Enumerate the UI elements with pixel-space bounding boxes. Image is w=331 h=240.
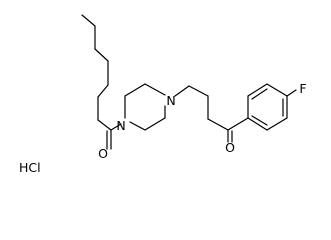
- fluorophenyl-ring: [247, 83, 297, 131]
- amide-oxygen-label: O: [98, 146, 108, 161]
- ketone-carbonyl: [227, 117, 249, 143]
- linker-bond-2: [188, 85, 209, 97]
- amide-nitrogen-label: N: [116, 118, 125, 133]
- hcl-counterion-label: HCl: [19, 160, 41, 175]
- fluorine-label: F: [299, 81, 306, 96]
- linker-bond-4: [207, 118, 229, 131]
- ketone-oxygen-label: O: [225, 140, 235, 155]
- chemical-structure-diagram: N N O O F HCl: [19, 14, 307, 175]
- octanoyl-chain: [81, 14, 112, 131]
- phenyl-bond-5: [266, 117, 288, 131]
- piperazine-ring: [124, 83, 166, 131]
- amide-c-n-bond: [110, 123, 122, 131]
- linker-bond-1: [174, 85, 190, 97]
- phenyl-bond-3: [266, 83, 288, 97]
- ketone-c-ring-bond: [227, 117, 249, 131]
- chain-bond-5: [97, 84, 109, 98]
- structure-canvas: N N O O F HCl: [19, 14, 307, 175]
- phenyl-bond-6: [247, 117, 268, 131]
- phenyl-bond-2: [247, 83, 268, 97]
- ring-bond-5: [144, 117, 166, 131]
- amide-carbonyl: [106, 123, 122, 150]
- ring-bond-6: [129, 121, 146, 131]
- phenyl-inner-bond-3: [251, 115, 268, 126]
- ring-bond-3: [144, 83, 166, 96]
- butyl-linker: [174, 85, 229, 131]
- c-f-bond: [286, 89, 297, 97]
- chain-bond-7: [97, 119, 112, 131]
- ring-bond-2: [124, 83, 146, 97]
- chain-bond-1: [81, 14, 96, 27]
- chain-bond-3: [94, 48, 109, 62]
- amine-nitrogen-label: N: [166, 93, 175, 108]
- phenyl-inner-bond-1: [251, 88, 268, 100]
